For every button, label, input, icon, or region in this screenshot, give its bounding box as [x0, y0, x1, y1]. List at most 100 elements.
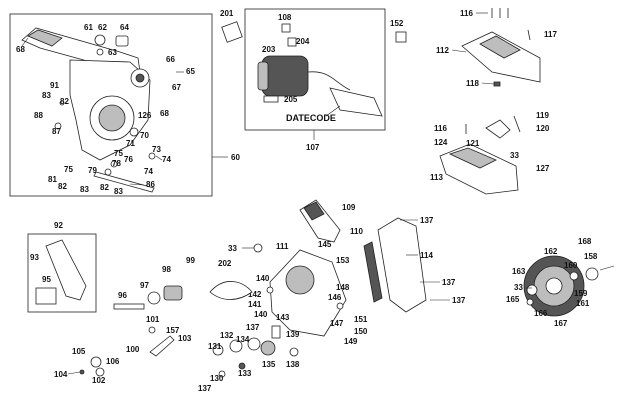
- leader-104: [67, 371, 81, 375]
- callout-63: 63: [108, 48, 117, 57]
- motor-cable: [307, 71, 351, 91]
- callout-116b: 116: [434, 124, 447, 133]
- callout-120: 120: [536, 124, 550, 133]
- handle-grip: [27, 29, 63, 47]
- part-165-bolt: [526, 298, 534, 306]
- callout-98: 98: [162, 265, 171, 274]
- callout-168: 168: [578, 237, 592, 246]
- callout-145: 145: [318, 240, 332, 249]
- callout-65: 65: [186, 67, 195, 76]
- part-118-clip: [493, 81, 501, 87]
- callout-33: 33: [510, 151, 519, 160]
- callout-140b: 140: [254, 310, 268, 319]
- part-82-screw-a: [59, 100, 65, 106]
- callout-159: 159: [574, 289, 588, 298]
- part-205-label: [263, 95, 279, 103]
- callout-68b: 68: [160, 109, 169, 118]
- callout-104: 104: [54, 370, 68, 379]
- leader-118: [481, 82, 495, 85]
- part-70-bushing: [129, 127, 139, 137]
- part-132-bearing: [229, 339, 243, 353]
- callout-127: 127: [536, 164, 550, 173]
- callout-33b: 33: [228, 244, 237, 253]
- part-76-nut: [110, 160, 118, 168]
- part-133-clip: [238, 362, 246, 370]
- callout-99: 99: [186, 256, 195, 265]
- callout-150: 150: [354, 327, 368, 336]
- part-140-screw: [266, 286, 274, 294]
- part-134-gear: [247, 337, 261, 351]
- guard-callouts: 152 116 117 112 118 119 116 120 124 121 …: [390, 9, 557, 182]
- callout-149: 149: [344, 337, 358, 346]
- part-97-bearing: [147, 291, 161, 305]
- blade-callouts: 168 162 158 163 160 33 159 165 161 166 1…: [506, 237, 615, 328]
- part-96-rod: [113, 303, 145, 310]
- callout-119: 119: [536, 111, 549, 120]
- arbor-group: [212, 325, 299, 378]
- motor-housing-frame: [9, 13, 213, 197]
- callout-108: 108: [278, 13, 292, 22]
- callout-83c: 83: [114, 187, 123, 196]
- frame-wheel: [285, 265, 315, 295]
- callout-87: 87: [52, 127, 61, 136]
- callout-83: 83: [42, 91, 51, 100]
- arbor-callouts: 137 132 134 131 139 138 135 130 133 137: [198, 323, 300, 393]
- callout-141: 141: [248, 300, 262, 309]
- callout-165: 165: [506, 295, 520, 304]
- callout-202: 202: [218, 259, 232, 268]
- part-160-collar: [569, 271, 579, 281]
- part-119-lever: [485, 119, 511, 139]
- callout-117: 117: [544, 30, 557, 39]
- callout-118: 118: [466, 79, 479, 88]
- callout-64: 64: [120, 23, 129, 32]
- callout-205: 205: [284, 95, 298, 104]
- callout-148: 148: [336, 283, 350, 292]
- part-switch-plate: [329, 87, 383, 117]
- part-120-rod: [513, 115, 521, 133]
- part-92-box: [27, 233, 97, 313]
- motor-callouts: 201 108 204 203 205 DATECODE 107: [220, 9, 341, 152]
- callout-153: 153: [336, 256, 350, 265]
- callout-61: 61: [84, 23, 93, 32]
- part-163-washer: [526, 284, 538, 296]
- blade-group: [523, 255, 599, 317]
- leader-datecode: [325, 105, 341, 117]
- callout-134: 134: [236, 335, 250, 344]
- leader-73: [155, 155, 163, 161]
- callout-161: 161: [576, 299, 590, 308]
- callout-204: 204: [296, 37, 310, 46]
- part-152-screws: [395, 31, 407, 43]
- callout-74: 74: [162, 155, 171, 164]
- callout-143: 143: [276, 313, 290, 322]
- callout-73: 73: [152, 145, 161, 154]
- callout-109: 109: [342, 203, 356, 212]
- callout-157: 157: [166, 326, 180, 335]
- callout-81: 81: [48, 175, 57, 184]
- callout-62: 62: [98, 23, 107, 32]
- part-124-slide: [448, 147, 497, 169]
- part-112-guard-top: [479, 35, 521, 59]
- leader-158: [599, 265, 615, 271]
- callout-101: 101: [146, 315, 160, 324]
- leader-112: [451, 49, 467, 53]
- part-93-chute: [45, 239, 87, 301]
- callout-114: 114: [420, 251, 433, 260]
- callout-71: 71: [126, 139, 135, 148]
- motor-bore-inner: [98, 104, 126, 132]
- callout-147: 147: [330, 319, 344, 328]
- callout-97: 97: [140, 281, 149, 290]
- part-138-nut: [289, 347, 299, 357]
- part-117-screw: [527, 29, 531, 41]
- callout-75: 75: [114, 149, 123, 158]
- callout-60: 60: [231, 153, 240, 162]
- part-111-nut: [253, 243, 263, 253]
- callout-106: 106: [106, 357, 120, 366]
- callout-103: 103: [178, 334, 192, 343]
- motor-assembly-frame: [244, 8, 386, 131]
- callout-140: 140: [256, 274, 270, 283]
- part-95-tag: [35, 287, 57, 305]
- part-63-washer: [96, 48, 104, 56]
- callout-110: 110: [350, 227, 363, 236]
- callout-33c: 33: [514, 283, 523, 292]
